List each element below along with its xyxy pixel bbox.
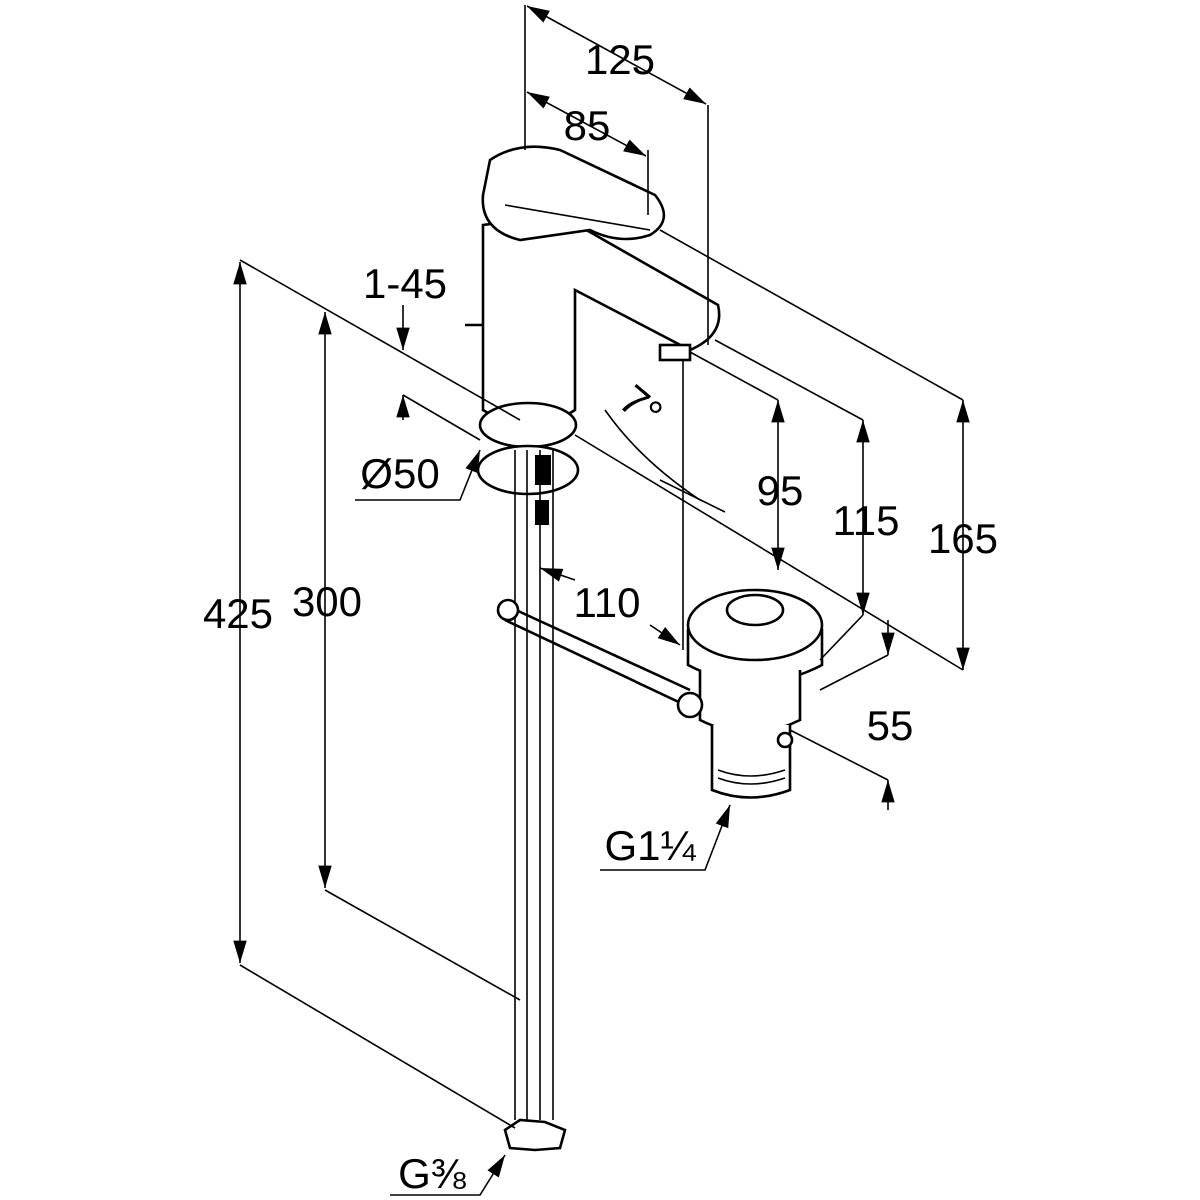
thread-g3-8: G⅜ [398, 1150, 467, 1197]
dim-1-45: 1-45 [363, 260, 447, 307]
faucet [465, 145, 721, 496]
dim-165: 165 [928, 515, 998, 562]
pop-up-waste [496, 588, 824, 799]
dim-125: 125 [585, 36, 655, 83]
dim-115: 115 [833, 497, 900, 544]
supply-hoses [503, 450, 567, 1152]
thread-g1-1-4: G1¼ [604, 822, 696, 869]
dim-300: 300 [292, 578, 362, 625]
dim-diameter-50: Ø50 [360, 450, 439, 497]
dim-425: 425 [203, 590, 273, 637]
dim-55: 55 [867, 702, 914, 749]
dim-110: 110 [574, 579, 641, 626]
dim-95: 95 [757, 467, 804, 514]
dim-85: 85 [564, 102, 611, 149]
dimension-lines [233, 5, 970, 1196]
